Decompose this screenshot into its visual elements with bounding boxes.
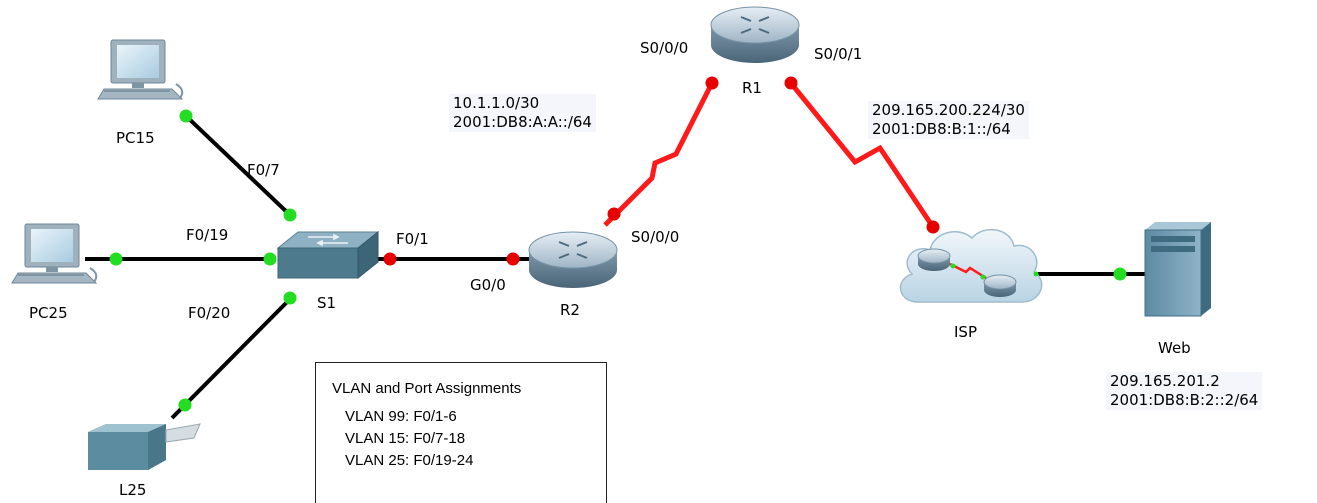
link-r1-isp-serial <box>788 80 938 232</box>
link-r2-r1-serial <box>603 81 715 227</box>
serial-links <box>603 80 938 232</box>
status-dot-down <box>705 76 719 90</box>
status-dot-up <box>109 252 123 266</box>
printer-icon[interactable] <box>88 423 201 470</box>
status-dot-up <box>1113 267 1127 281</box>
legend-item: VLAN 99: F0/1-6 <box>345 408 457 425</box>
pc25-icon[interactable] <box>11 223 98 284</box>
status-dot-up <box>283 208 297 222</box>
port-label-f0-19: F0/19 <box>186 226 229 244</box>
status-dot-down <box>784 76 798 90</box>
port-label-r2-s0-0-0: S0/0/0 <box>631 228 680 246</box>
port-label-g0-0: G0/0 <box>470 276 506 294</box>
address-label-web: 209.165.201.2 2001:DB8:B:2::2/64 <box>1106 372 1263 410</box>
ipv6-address: 2001:DB8:B:2::2/64 <box>1110 391 1259 409</box>
device-label-web: Web <box>1158 339 1191 357</box>
link-pc15-s1 <box>184 114 292 217</box>
device-label-pc15: PC15 <box>116 129 155 147</box>
legend-item: VLAN 15: F0/7-18 <box>345 430 466 447</box>
isp-router-b <box>983 274 1017 297</box>
device-label-l25: L25 <box>119 481 147 499</box>
port-label-r1-s0-0-0: S0/0/0 <box>640 39 689 57</box>
server-web-icon[interactable] <box>1144 222 1211 317</box>
router-r1-icon[interactable] <box>710 6 800 63</box>
status-dot-down <box>383 252 397 266</box>
port-label-r1-s0-0-1: S0/0/1 <box>814 45 863 63</box>
device-label-r1: R1 <box>742 79 762 97</box>
ipv6-network: 2001:DB8:B:1::/64 <box>872 120 1011 138</box>
router-r2-icon[interactable] <box>528 231 618 288</box>
status-dot-down <box>607 207 621 221</box>
port-label-f0-20: F0/20 <box>188 304 231 322</box>
isp-cloud-icon[interactable] <box>899 228 1043 303</box>
switch-s1-icon[interactable] <box>276 230 380 280</box>
status-dot-up <box>283 291 297 305</box>
status-dot-down <box>506 252 520 266</box>
ipv6-network: 2001:DB8:A:A::/64 <box>453 113 592 131</box>
isp-router-a <box>917 248 951 271</box>
link-l25-s1 <box>170 295 294 420</box>
port-label-f0-7: F0/7 <box>247 161 280 179</box>
pc15-icon[interactable] <box>97 39 184 100</box>
port-status-indicators <box>109 76 1127 412</box>
legend-item: VLAN 25: F0/19-24 <box>345 452 474 469</box>
port-label-f0-1: F0/1 <box>396 230 429 248</box>
status-dot-up <box>179 109 193 123</box>
ipv4-network: 10.1.1.0/30 <box>453 94 540 112</box>
status-dot-down <box>926 220 940 234</box>
status-dot-up <box>178 398 192 412</box>
device-label-r2: R2 <box>560 301 580 319</box>
network-label-r1-isp: 209.165.200.224/30 2001:DB8:B:1::/64 <box>868 101 1029 139</box>
device-label-isp: ISP <box>954 323 977 341</box>
status-dot-up <box>263 252 277 266</box>
ipv4-network: 209.165.200.224/30 <box>872 101 1025 119</box>
legend-title: VLAN and Port Assignments <box>332 380 522 397</box>
device-label-s1: S1 <box>317 294 337 312</box>
ipv4-address: 209.165.201.2 <box>1110 372 1220 390</box>
vlan-assignments-box: VLAN and Port Assignments VLAN 99: F0/1-… <box>315 362 607 503</box>
network-label-r1-r2: 10.1.1.0/30 2001:DB8:A:A::/64 <box>449 94 596 132</box>
device-label-pc25: PC25 <box>29 304 68 322</box>
